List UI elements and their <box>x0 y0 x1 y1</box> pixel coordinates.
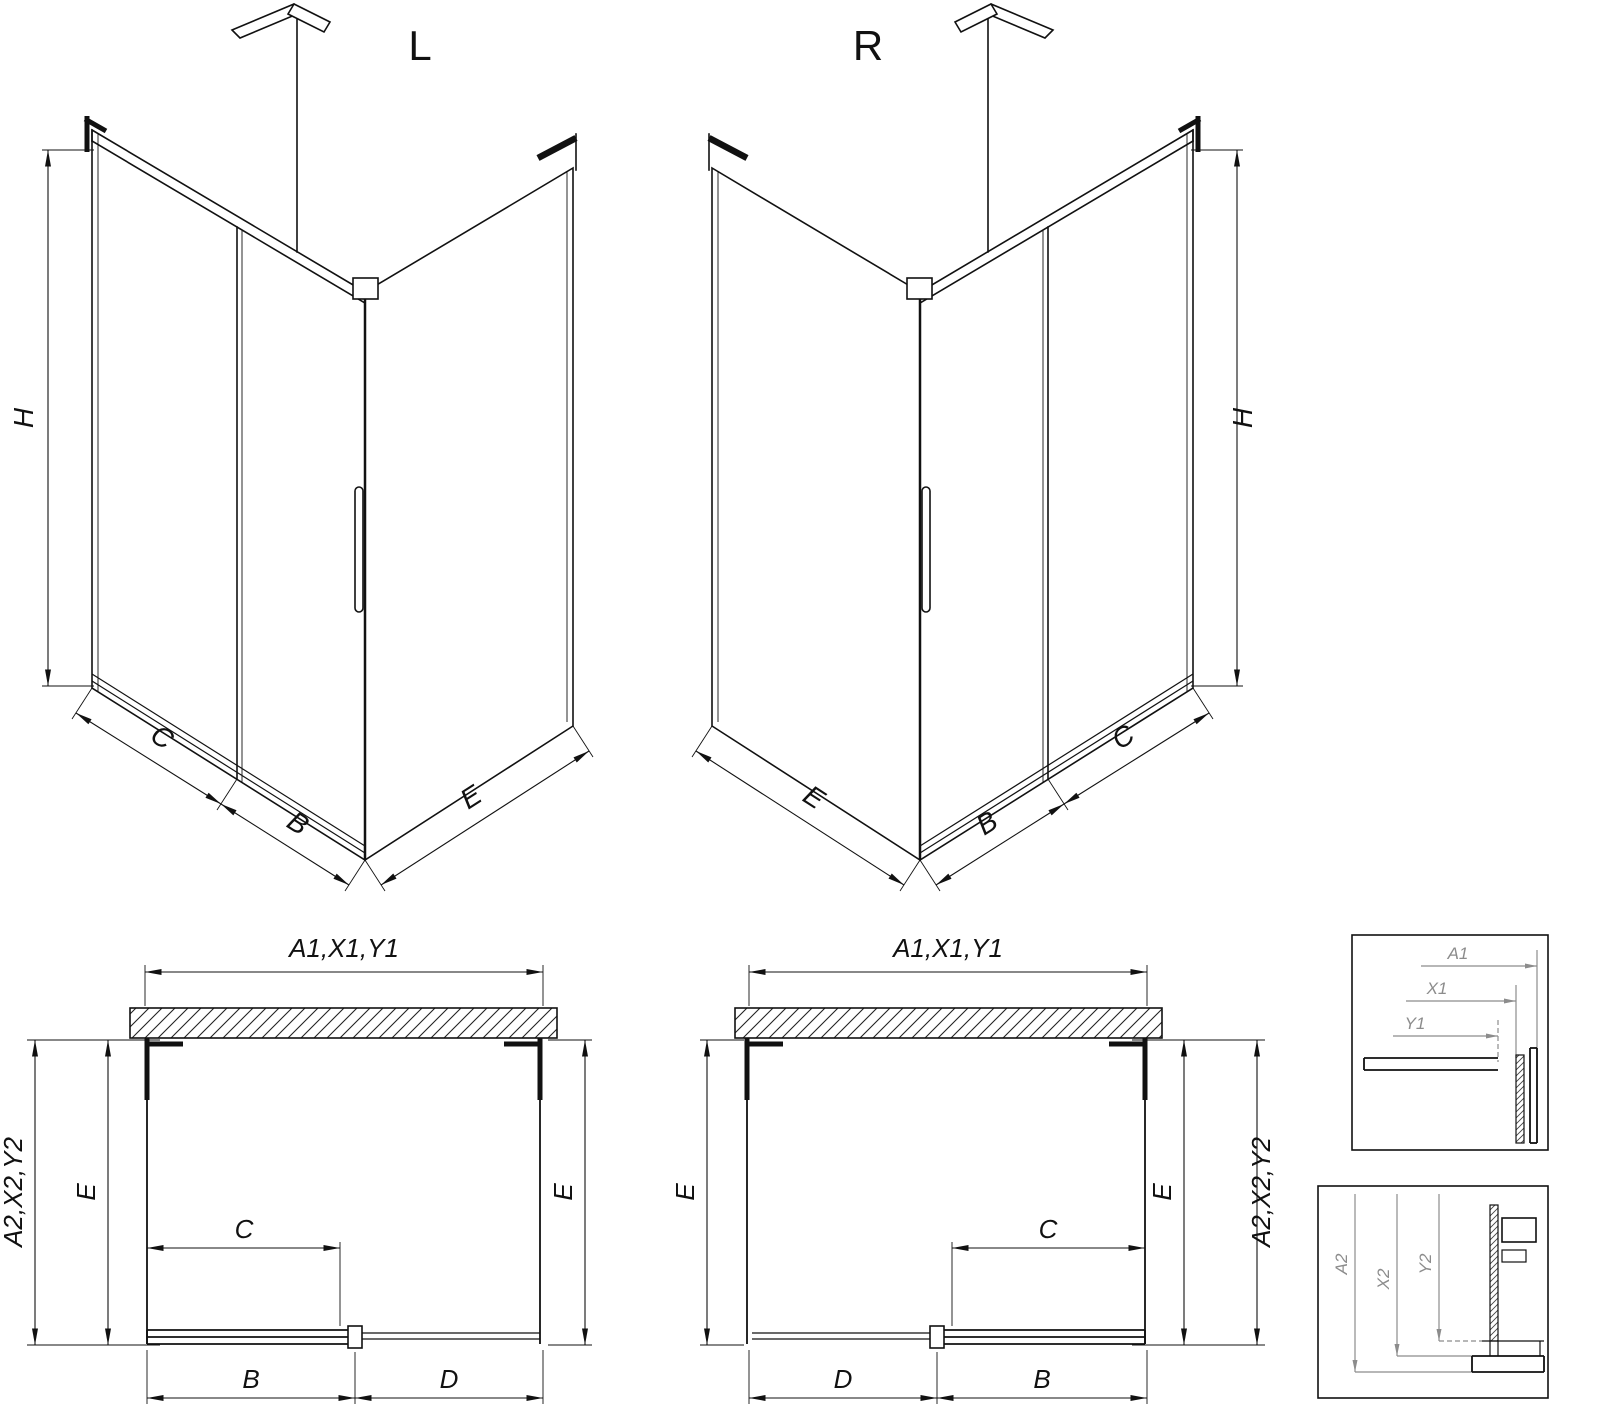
dimension-cbe-left: C B E <box>71 687 594 892</box>
glass-section <box>1515 1054 1525 1144</box>
detail-label-a2: A2 <box>1332 1253 1351 1275</box>
detail-label-x1: X1 <box>1426 979 1448 998</box>
dim-label-c: C <box>1039 1214 1058 1244</box>
detail-label-y2: Y2 <box>1416 1253 1435 1274</box>
door-connector <box>347 1325 363 1349</box>
detail-a1-box: A1 X1 Y1 <box>1351 934 1549 1151</box>
front-wall-panel <box>91 128 366 862</box>
dimension-c-left: C <box>147 1214 341 1326</box>
iso-view-left: L <box>8 2 594 892</box>
dimension-a1-left: A1,X1,Y1 <box>144 933 544 1006</box>
top-rail <box>918 139 1195 305</box>
side-panel-bracket <box>536 135 578 161</box>
enclosure-left <box>83 2 578 862</box>
dim-label-d: D <box>440 1364 459 1394</box>
top-rail <box>90 139 367 305</box>
profile-clamp <box>1501 1217 1537 1243</box>
dimension-depth-left: A2,X2,Y2 E E <box>0 1039 592 1346</box>
corner-connector <box>906 277 933 300</box>
dimension-bd-left: B D <box>146 1350 544 1404</box>
detail-a2-box: A2 X2 Y2 <box>1317 1185 1549 1399</box>
dim-label-height-right: H <box>1227 407 1258 428</box>
dim-label-a1-right: A1,X1,Y1 <box>891 933 1003 963</box>
detail-label-x2: X2 <box>1374 1268 1393 1290</box>
iso-view-right: R H <box>691 2 1258 892</box>
dim-label-c: C <box>235 1214 254 1244</box>
detail-label-a1: A1 <box>1447 944 1469 963</box>
plan-view-left: A1,X1,Y1 A2,X2,Y2 E E C B D <box>0 933 592 1404</box>
wall-section-hatch <box>129 1007 558 1039</box>
dim-label-height-left: H <box>8 407 39 428</box>
dimension-a1-right: A1,X1,Y1 <box>748 933 1148 1006</box>
detail-label-y1: Y1 <box>1405 1014 1426 1033</box>
door-handle <box>921 486 931 613</box>
dim-label-e-left: E <box>71 1183 101 1201</box>
dim-label-a2-left: A2,X2,Y2 <box>0 1137 28 1249</box>
door-track <box>939 1329 1146 1345</box>
side-panel-bracket <box>707 135 749 161</box>
dimension-h-left: H <box>8 149 94 687</box>
dim-label-e-right: E <box>1147 1183 1177 1201</box>
dim-label-e-left: E <box>670 1183 700 1201</box>
door-track <box>146 1329 353 1345</box>
dim-label-b: B <box>242 1364 259 1394</box>
side-panel <box>364 166 574 862</box>
dimension-c-right: C <box>951 1214 1145 1326</box>
dimension-cbe-right: C B E <box>691 687 1214 892</box>
side-panel <box>711 166 921 862</box>
dim-label-d: D <box>834 1364 853 1394</box>
corner-connector <box>352 277 379 300</box>
wall-section-hatch <box>734 1007 1163 1039</box>
variant-label-right: R <box>853 22 883 69</box>
door-connector <box>929 1325 945 1349</box>
dim-label-a2-right: A2,X2,Y2 <box>1246 1137 1276 1249</box>
variant-label-left: L <box>408 22 431 69</box>
bottom-track <box>919 680 1194 854</box>
dim-label-b: B <box>1033 1364 1050 1394</box>
glass-section <box>1489 1204 1499 1342</box>
dim-label-e-right: E <box>548 1183 578 1201</box>
dimension-bd-right: D B <box>748 1350 1148 1404</box>
profile-section <box>1363 1047 1538 1144</box>
dimension-depth-right: A2,X2,Y2 E E <box>670 1039 1276 1346</box>
profile-section <box>1471 1204 1545 1373</box>
front-wall-panel <box>919 128 1194 862</box>
plan-view-right: A1,X1,Y1 A2,X2,Y2 E E C D B <box>670 933 1276 1404</box>
door-handle <box>354 486 364 613</box>
bottom-track <box>91 680 366 854</box>
dim-label-a1-left: A1,X1,Y1 <box>287 933 399 963</box>
dimension-h-right: H <box>1191 149 1258 687</box>
